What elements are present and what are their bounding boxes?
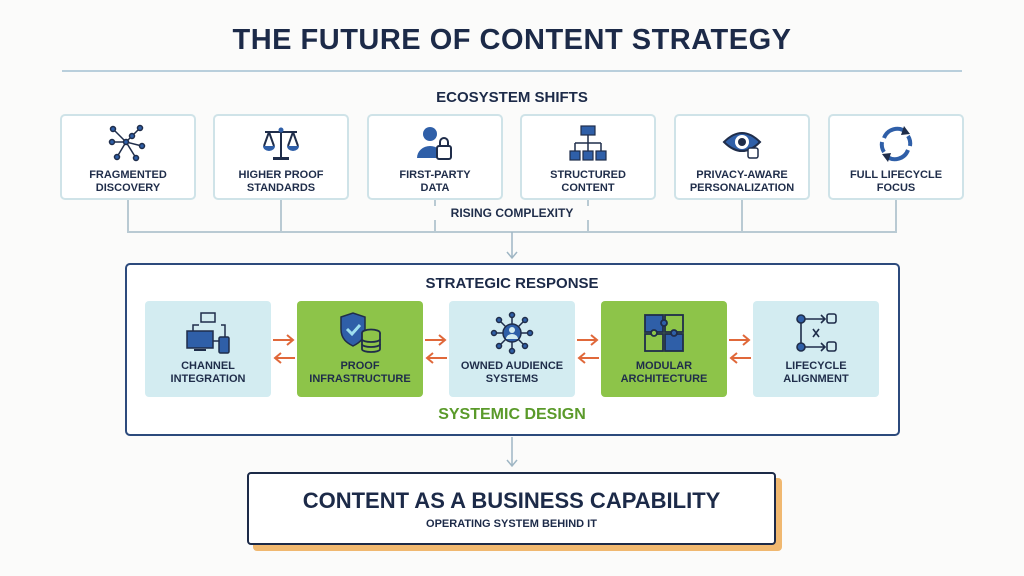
connector-line	[741, 200, 743, 233]
item-label: INTEGRATION	[170, 373, 246, 385]
connector-line	[127, 200, 129, 233]
item-label: ALIGNMENT	[783, 373, 849, 385]
capability-box: CONTENT AS A BUSINESS CAPABILITY OPERATI…	[247, 472, 776, 545]
strategy-item: OWNED AUDIENCE SYSTEMS	[449, 301, 575, 397]
item-label: FOCUS	[876, 182, 916, 194]
item-label: DATA	[420, 182, 450, 194]
shield-database-icon	[340, 312, 381, 353]
ecosystem-heading: ECOSYSTEM SHIFTS	[436, 89, 588, 106]
capability-title: CONTENT AS A BUSINESS CAPABILITY	[302, 488, 721, 513]
strategy-item: MODULAR ARCHITECTURE	[601, 301, 727, 397]
item-label: PERSONALIZATION	[689, 182, 795, 194]
item-label: ARCHITECTURE	[620, 373, 708, 385]
item-label: STRUCTURED	[550, 169, 626, 181]
page-title: THE FUTURE OF CONTENT STRATEGY	[232, 24, 792, 56]
item-label: CONTENT	[561, 182, 615, 194]
strategy-item: PROOF INFRASTRUCTURE	[297, 301, 423, 397]
audience-hub-icon	[490, 311, 534, 355]
item-label: OWNED AUDIENCE	[460, 360, 564, 372]
item-label: STANDARDS	[246, 182, 316, 194]
ecosystem-item: FIRST-PARTY DATA	[367, 114, 503, 200]
ecosystem-item: HIGHER PROOF STANDARDS	[213, 114, 349, 200]
item-label: FRAGMENTED	[89, 169, 167, 181]
item-label: LIFECYCLE	[785, 360, 847, 372]
network-nodes-icon	[108, 124, 146, 162]
title-divider	[62, 70, 962, 72]
connector-line	[895, 200, 897, 233]
puzzle-icon	[644, 314, 684, 352]
item-label: HIGHER PROOF	[238, 169, 324, 181]
scales-icon	[263, 127, 299, 160]
strategy-item: LIFECYCLE ALIGNMENT	[753, 301, 879, 397]
bidirectional-arrow-icon	[273, 334, 295, 364]
rising-complexity-label: RISING COMPLEXITY	[432, 206, 592, 220]
strategy-item: CHANNEL INTEGRATION	[145, 301, 271, 397]
item-label: CHANNEL	[181, 360, 235, 372]
down-arrow-icon	[506, 437, 518, 468]
item-label: PRIVACY-AWARE	[696, 169, 788, 181]
hierarchy-icon	[569, 125, 607, 161]
item-label: MODULAR	[635, 360, 693, 372]
bidirectional-arrow-icon	[577, 334, 599, 364]
eye-shield-icon	[722, 132, 762, 159]
item-label: INFRASTRUCTURE	[309, 373, 411, 385]
flow-icon	[796, 313, 837, 352]
cycle-arrows-icon	[879, 126, 913, 162]
systemic-design-label: SYSTEMIC DESIGN	[438, 406, 586, 423]
bidirectional-arrow-icon	[729, 334, 751, 364]
item-label: PROOF	[340, 360, 380, 372]
capability-subtitle: OPERATING SYSTEM BEHIND IT	[426, 518, 597, 530]
item-label: DISCOVERY	[95, 182, 161, 194]
item-label: SYSTEMS	[485, 373, 539, 385]
user-lock-icon	[417, 127, 452, 160]
ecosystem-item: FRAGMENTED DISCOVERY	[60, 114, 196, 200]
item-label: FIRST-PARTY	[399, 169, 471, 181]
connector-line	[280, 200, 282, 233]
ecosystem-item: FULL LIFECYCLE FOCUS	[828, 114, 964, 200]
bidirectional-arrow-icon	[425, 334, 447, 364]
down-arrow-icon	[506, 232, 518, 260]
item-label: FULL LIFECYCLE	[849, 169, 943, 181]
ecosystem-item: STRUCTURED CONTENT	[520, 114, 656, 200]
devices-icon	[186, 312, 230, 354]
strategic-heading: STRATEGIC RESPONSE	[425, 275, 599, 292]
ecosystem-item: PRIVACY-AWARE PERSONALIZATION	[674, 114, 810, 200]
